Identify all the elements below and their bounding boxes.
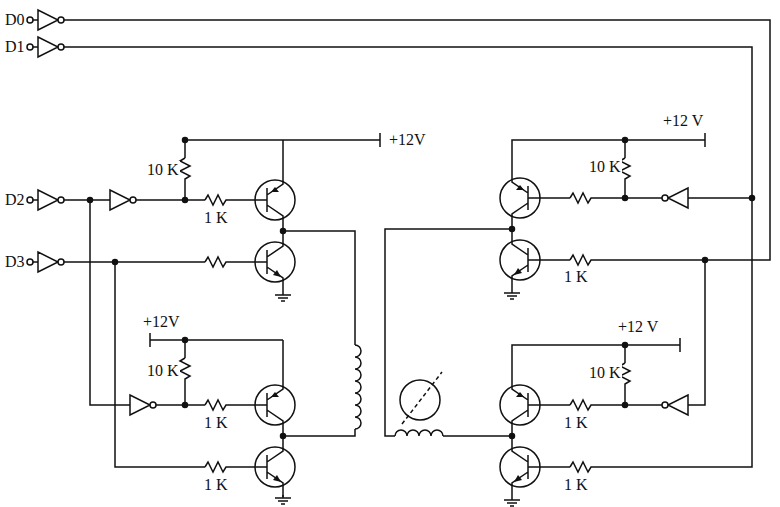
schematic-label: 1 K [203, 209, 229, 227]
schematic-label: +12 V [662, 112, 704, 130]
schematic-label: D3 [4, 253, 26, 271]
schematic-label: 1 K [563, 268, 589, 286]
schematic-label: +12V [142, 313, 181, 331]
schematic-label: 10 K [146, 161, 180, 179]
schematic-label: D0 [4, 11, 26, 29]
schematic-label: 10 K [588, 364, 622, 382]
motor-coil [355, 345, 361, 429]
schematic-label: 1 K [563, 414, 589, 432]
schematic-label: 1 K [203, 476, 229, 494]
terminal [27, 17, 33, 23]
schematic-label: 1 K [563, 476, 589, 494]
schematic-label: 10 K [588, 158, 622, 176]
schematic-label: 1 K [203, 414, 229, 432]
schematic-label: D2 [4, 191, 26, 209]
schematic-label: +12V [388, 131, 427, 149]
schematic-label: 10 K [146, 362, 180, 380]
schematic-label: D1 [4, 38, 26, 56]
schematic-label: +12 V [617, 318, 659, 336]
